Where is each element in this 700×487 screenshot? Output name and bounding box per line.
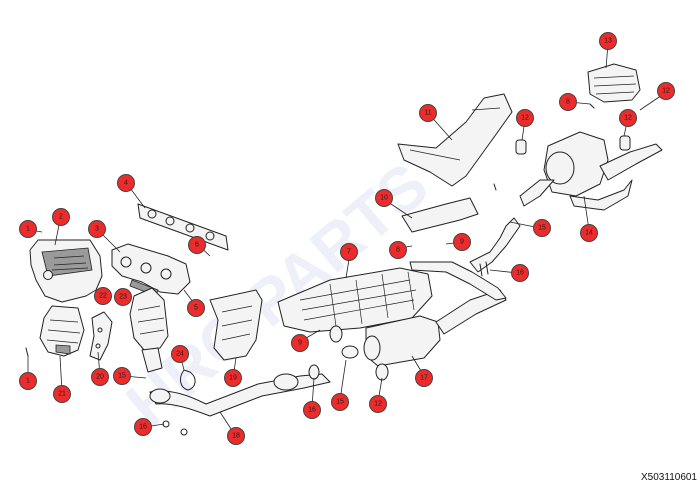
callout: 15: [113, 367, 131, 385]
svg-text:19: 19: [229, 375, 237, 382]
callout: 4: [117, 174, 135, 192]
svg-text:5: 5: [194, 305, 198, 312]
callout: 16: [303, 401, 321, 419]
rear-crossmember: [397, 93, 513, 187]
callout: 5: [187, 299, 205, 317]
svg-text:7: 7: [347, 249, 351, 256]
callout: 9: [453, 233, 471, 251]
callout: 1: [19, 220, 37, 238]
upper-heat-shield: [29, 239, 103, 303]
svg-text:16: 16: [139, 424, 147, 431]
callout: 12: [657, 82, 675, 100]
callout: 23: [114, 288, 132, 306]
gasket-ring: [180, 369, 196, 391]
rear-muffler: [519, 131, 663, 211]
svg-text:16: 16: [516, 270, 524, 277]
callout: 15: [331, 393, 349, 411]
callout: 20: [91, 368, 109, 386]
rubber-hangers-12: [515, 135, 631, 155]
svg-text:10: 10: [380, 195, 388, 202]
svg-text:15: 15: [118, 373, 126, 380]
svg-text:14: 14: [585, 230, 593, 237]
callout: 19: [224, 369, 242, 387]
catalytic-converter: [129, 287, 169, 373]
svg-text:8: 8: [396, 247, 400, 254]
callout: 8: [389, 241, 407, 259]
intermediate-pipe: [409, 217, 521, 301]
callout: 18: [227, 427, 245, 445]
svg-text:13: 13: [604, 38, 612, 45]
svg-text:1: 1: [26, 378, 30, 385]
callout: 16: [134, 418, 152, 436]
svg-text:3: 3: [95, 226, 99, 233]
svg-text:18: 18: [232, 433, 240, 440]
document-code: X503110601: [641, 472, 697, 483]
svg-text:15: 15: [336, 399, 344, 406]
callout: 2: [52, 208, 70, 226]
svg-text:9: 9: [298, 340, 302, 347]
svg-text:12: 12: [374, 401, 382, 408]
callout: 21: [53, 385, 71, 403]
mounting-bracket: [401, 197, 479, 233]
rear-heat-shield: [587, 63, 641, 103]
bolts: [25, 103, 595, 357]
svg-text:4: 4: [124, 180, 128, 187]
callout: 6: [188, 236, 206, 254]
callout: 9: [291, 334, 309, 352]
svg-text:21: 21: [58, 391, 66, 398]
svg-text:24: 24: [176, 351, 184, 358]
converter-heat-shield: [209, 289, 263, 361]
bracket: [89, 311, 113, 361]
callout: 1: [19, 372, 37, 390]
svg-text:15: 15: [538, 225, 546, 232]
lower-heat-shield: [39, 305, 85, 357]
callout: 8: [559, 93, 577, 111]
callout: 10: [375, 189, 393, 207]
svg-text:22: 22: [99, 293, 107, 300]
svg-text:23: 23: [119, 294, 127, 301]
callout: 22: [94, 287, 112, 305]
svg-text:12: 12: [624, 115, 632, 122]
callout: 15: [533, 219, 551, 237]
svg-text:20: 20: [96, 374, 104, 381]
callout: 16: [511, 264, 529, 282]
callout: 17: [415, 369, 433, 387]
callout: 24: [171, 345, 189, 363]
callout: 12: [619, 109, 637, 127]
hanger-rubbers: [308, 325, 389, 381]
svg-text:6: 6: [195, 242, 199, 249]
center-muffler: [363, 289, 507, 367]
svg-text:17: 17: [420, 375, 428, 382]
floor-heat-shield: [277, 267, 433, 333]
svg-text:1: 1: [26, 226, 30, 233]
svg-text:12: 12: [662, 88, 670, 95]
callout: 3: [88, 220, 106, 238]
callout: 13: [599, 32, 617, 50]
callout: 12: [369, 395, 387, 413]
svg-text:11: 11: [424, 110, 431, 117]
svg-text:12: 12: [521, 115, 529, 122]
callout: 11: [419, 104, 437, 122]
svg-text:16: 16: [308, 407, 316, 414]
svg-text:2: 2: [59, 214, 63, 221]
callout: 14: [580, 224, 598, 242]
svg-text:9: 9: [460, 239, 464, 246]
callout: 12: [516, 109, 534, 127]
svg-text:8: 8: [566, 99, 570, 106]
callout: 7: [340, 243, 358, 261]
manifold-gasket: [137, 203, 229, 251]
front-pipe: [149, 373, 331, 436]
